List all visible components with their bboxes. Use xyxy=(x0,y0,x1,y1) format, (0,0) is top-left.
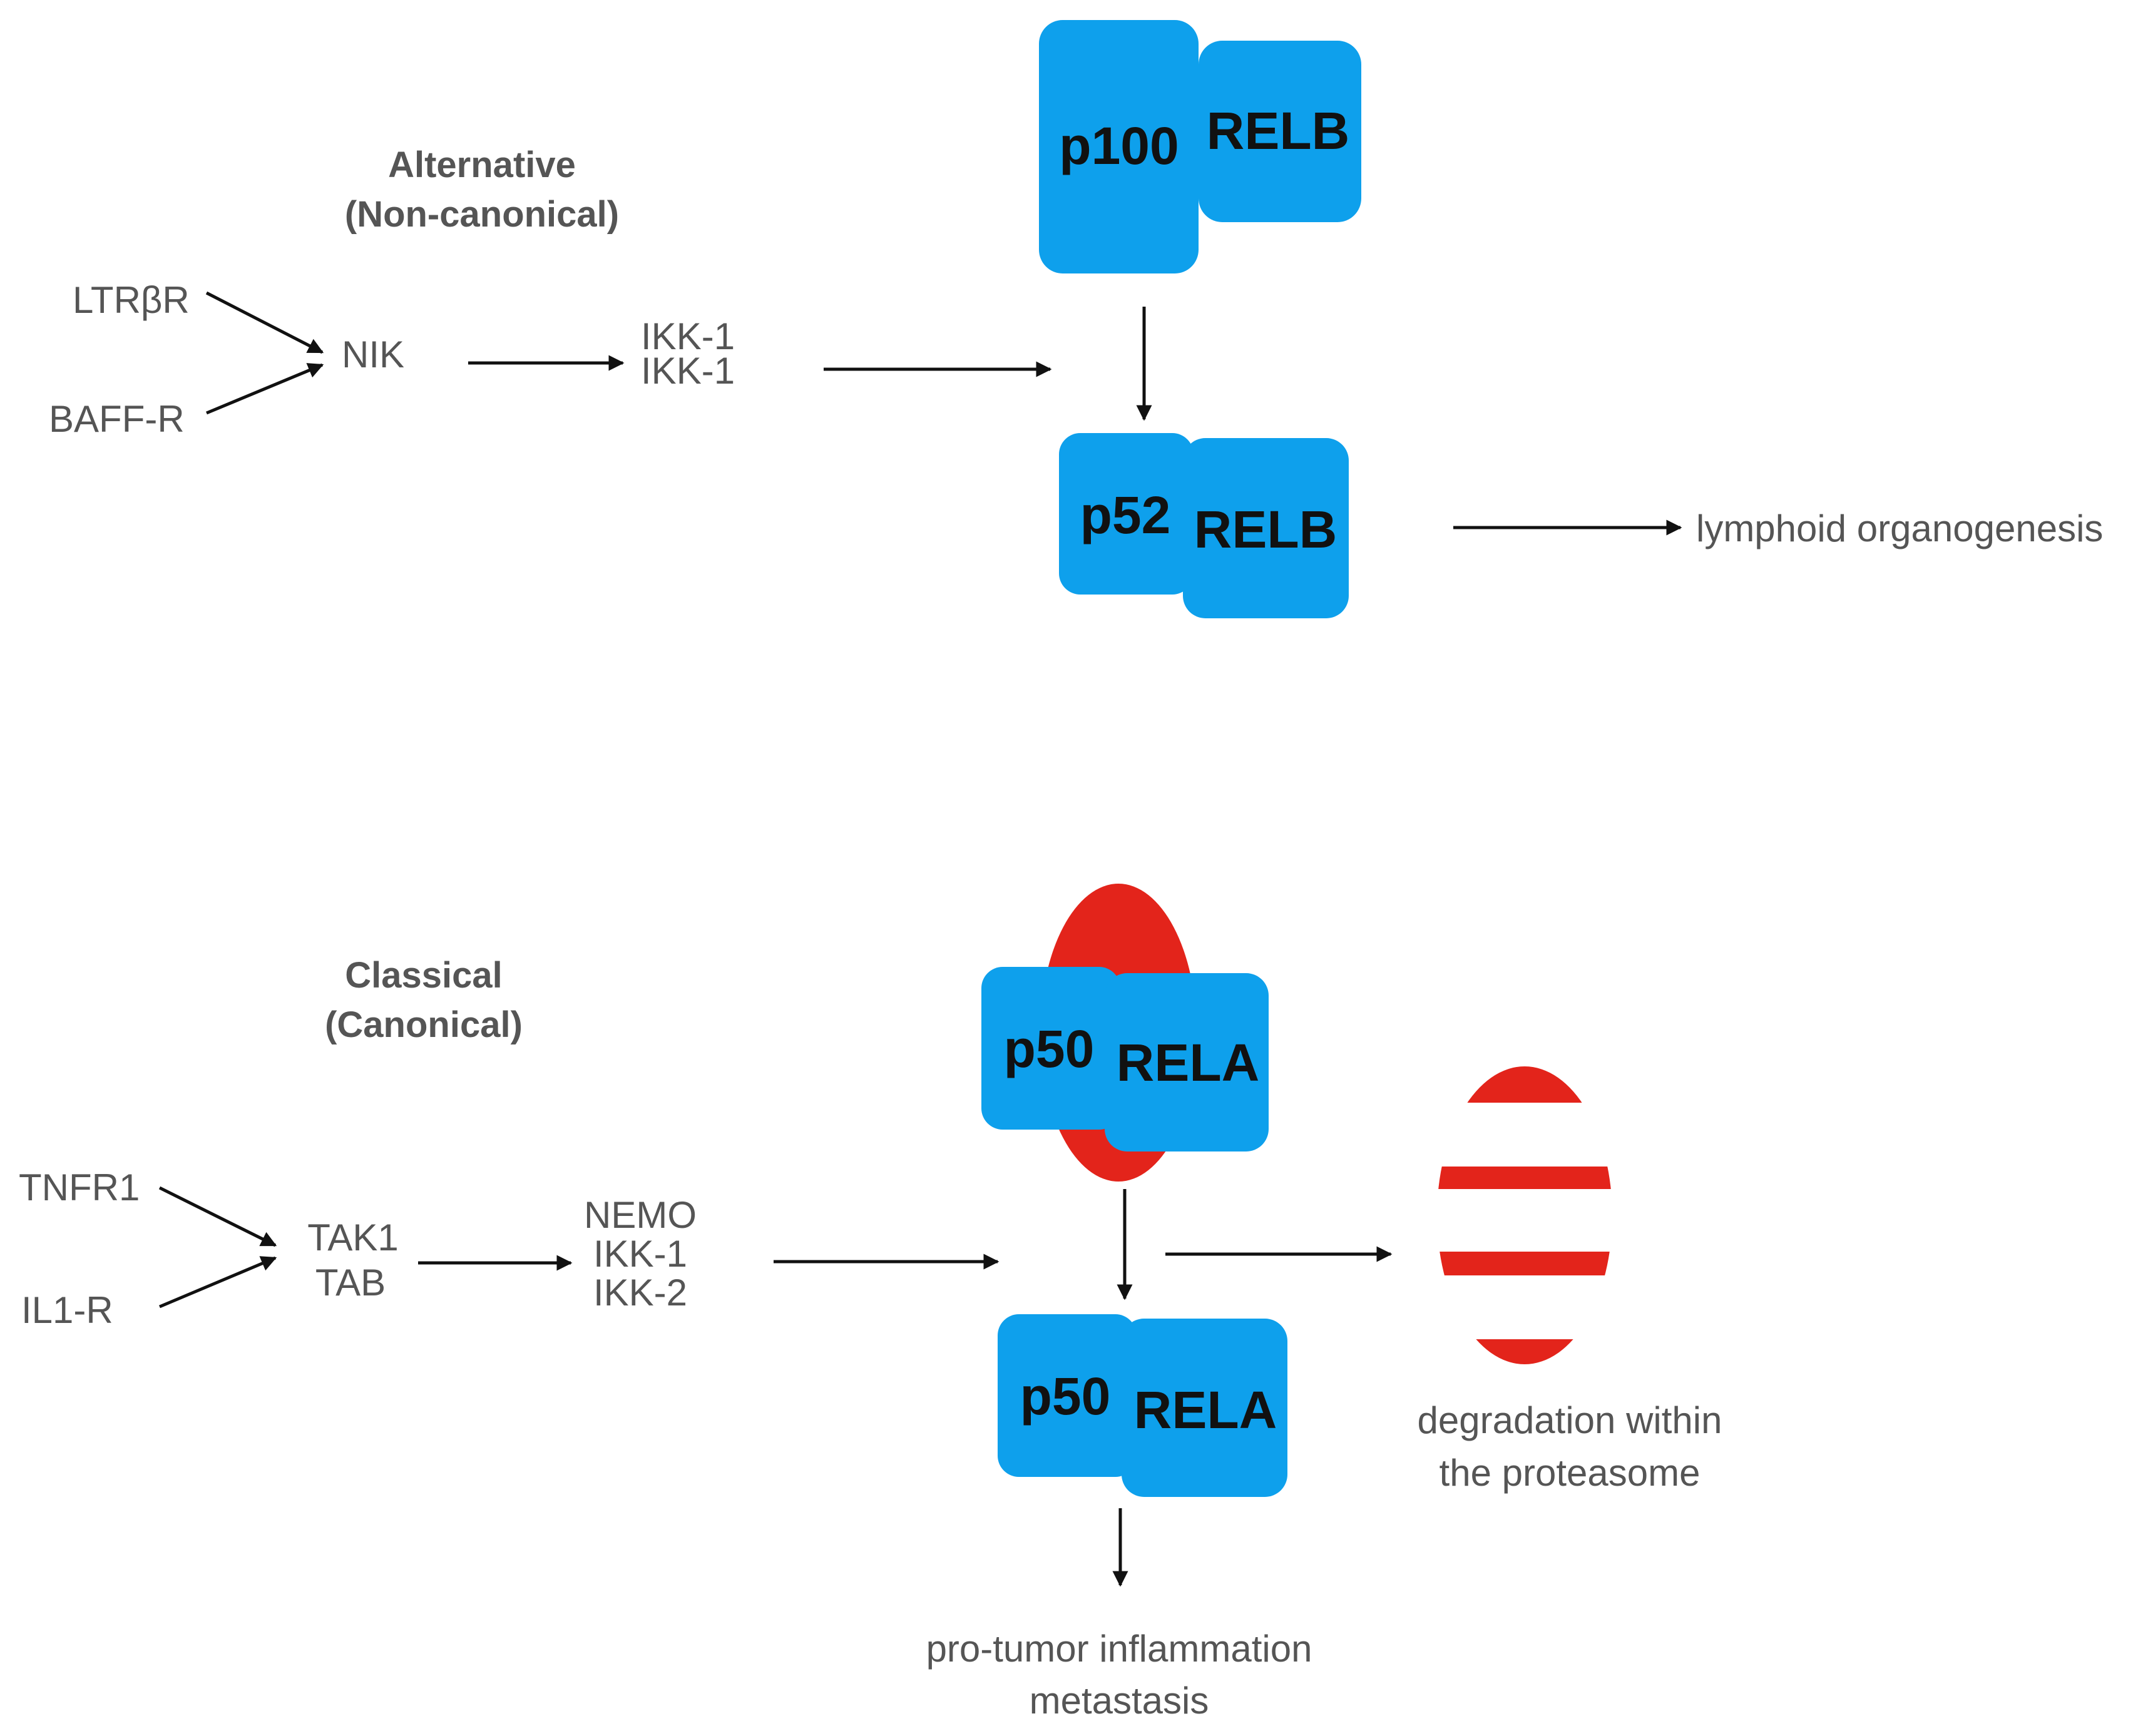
rela-inhibited-label: RELA xyxy=(1117,1033,1260,1092)
receptor-ltrbr: LTRβR xyxy=(73,279,190,321)
alternative-pathway: Alternative (Non-canonical) LTRβR BAFF-R… xyxy=(49,20,2103,618)
proteasome xyxy=(1437,1066,1612,1364)
outcome-lymphoid: lymphoid organogenesis xyxy=(1696,508,2103,549)
outcome-inflammation-2: metastasis xyxy=(1030,1680,1209,1722)
protein-p50-active xyxy=(998,1314,1137,1477)
protein-rela-inhibited xyxy=(1105,973,1269,1151)
p52-relb-complex: p52 RELB xyxy=(1059,433,1349,618)
receptor-il1r: IL1-R xyxy=(21,1289,113,1331)
classical-pathway: Classical (Canonical) TNFR1 IL1-R TAK1 T… xyxy=(19,884,1722,1722)
proteasome-stripe-2 xyxy=(1437,1167,1612,1189)
p50-inhibited-label: p50 xyxy=(1004,1019,1095,1078)
protein-p50-inhibited xyxy=(981,967,1120,1130)
p52-label: p52 xyxy=(1080,486,1171,544)
p50-rela-active-complex: p50 RELA xyxy=(998,1314,1287,1497)
classical-title: Classical xyxy=(345,955,503,996)
ikk-2: IKK-2 xyxy=(593,1272,687,1314)
ikk-label-1: IKK-1 xyxy=(641,315,735,357)
outcome-inflammation-1: pro-tumor inflammation xyxy=(926,1628,1312,1670)
relb-precursor-label: RELB xyxy=(1207,101,1350,160)
rela-active-label: RELA xyxy=(1134,1381,1277,1439)
kinase-tak1: TAK1 xyxy=(307,1217,399,1259)
classical-subtitle: (Canonical) xyxy=(325,1004,523,1045)
protein-relb-precursor xyxy=(1199,41,1361,222)
proteasome-stripe-3 xyxy=(1437,1252,1612,1275)
proteasome-label-2: the proteasome xyxy=(1440,1452,1700,1494)
arrow-tnfr1-to-tak1 xyxy=(158,1186,277,1247)
ikk-1: IKK-1 xyxy=(593,1233,687,1275)
protein-rela-active xyxy=(1122,1319,1287,1497)
receptor-tnfr1: TNFR1 xyxy=(19,1167,140,1208)
protein-p100 xyxy=(1039,20,1199,273)
proteasome-stripe-1 xyxy=(1437,1066,1612,1103)
kinase-tab: TAB xyxy=(315,1262,386,1304)
ikk-label-2: IKK-1 xyxy=(641,350,735,392)
relb-active-label: RELB xyxy=(1194,500,1337,559)
p50-active-label: p50 xyxy=(1020,1367,1111,1426)
p100-label: p100 xyxy=(1059,116,1179,175)
arrow-ltrbr-to-nik xyxy=(205,291,324,354)
alternative-subtitle: (Non-canonical) xyxy=(345,194,619,235)
kinase-nik: NIK xyxy=(342,334,404,375)
arrow-baffr-to-nik xyxy=(206,363,324,415)
protein-relb-active xyxy=(1183,438,1349,618)
ikk-nemo: NEMO xyxy=(584,1194,697,1236)
arrow-il1r-to-tak1 xyxy=(159,1256,277,1309)
p100-relb-complex: p100 RELB xyxy=(1039,20,1361,273)
protein-p52 xyxy=(1059,433,1194,595)
alternative-title: Alternative xyxy=(388,145,576,185)
proteasome-label-1: degradation within xyxy=(1417,1399,1722,1441)
ikb-p50-rela-complex: p50 RELA xyxy=(981,884,1269,1182)
proteasome-stripe-4 xyxy=(1437,1339,1612,1364)
receptor-baffr: BAFF-R xyxy=(49,398,185,440)
